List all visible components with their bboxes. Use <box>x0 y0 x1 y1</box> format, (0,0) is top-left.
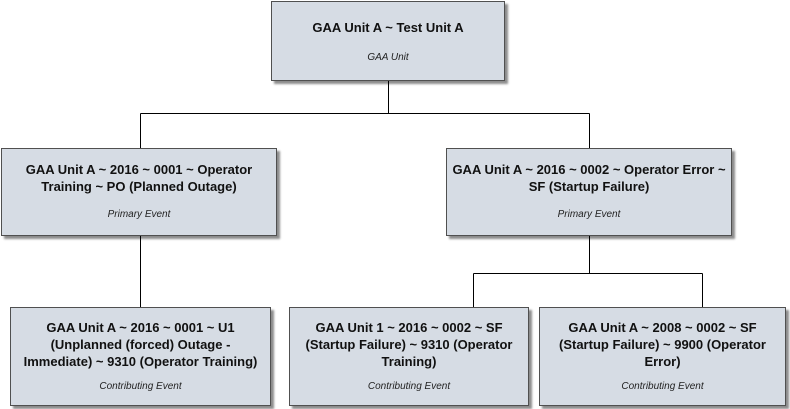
primary-event-node[interactable]: GAA Unit A ~ 2016 ~ 0001 ~ Operator Trai… <box>1 148 277 236</box>
unit-node-title: GAA Unit A ~ Test Unit A <box>312 20 464 35</box>
contributing-event-title: GAA Unit A ~ 2016 ~ 0001 ~ U1 (Unplanned… <box>23 320 258 369</box>
contributing-event-node[interactable]: GAA Unit A ~ 2008 ~ 0002 ~ SF (Startup F… <box>539 307 786 406</box>
primary-event-type: Primary Event <box>107 209 171 220</box>
primary-event-title: GAA Unit A ~ 2016 ~ 0001 ~ Operator Trai… <box>25 162 253 194</box>
contributing-event-type: Contributing Event <box>367 381 451 392</box>
unit-node-type: GAA Unit <box>367 52 409 63</box>
primary-event-type: Primary Event <box>557 209 621 220</box>
primary-event-title: GAA Unit A ~ 2016 ~ 0002 ~ Operator Erro… <box>452 162 726 194</box>
contributing-event-node[interactable]: GAA Unit A ~ 2016 ~ 0001 ~ U1 (Unplanned… <box>10 307 271 406</box>
contributing-event-type: Contributing Event <box>621 381 704 392</box>
contributing-event-title: GAA Unit A ~ 2008 ~ 0002 ~ SF (Startup F… <box>559 320 766 369</box>
primary-event-node[interactable]: GAA Unit A ~ 2016 ~ 0002 ~ Operator Erro… <box>446 148 732 236</box>
contributing-event-type: Contributing Event <box>99 381 182 392</box>
connector-primary2-to-contributing <box>473 236 703 307</box>
contributing-event-node[interactable]: GAA Unit 1 ~ 2016 ~ 0002 ~ SF (Startup F… <box>289 307 529 406</box>
connector-root-to-primary <box>140 81 590 148</box>
contributing-event-title: GAA Unit 1 ~ 2016 ~ 0002 ~ SF (Startup F… <box>305 320 513 369</box>
unit-node[interactable]: GAA Unit A ~ Test Unit A GAA Unit <box>271 1 505 81</box>
